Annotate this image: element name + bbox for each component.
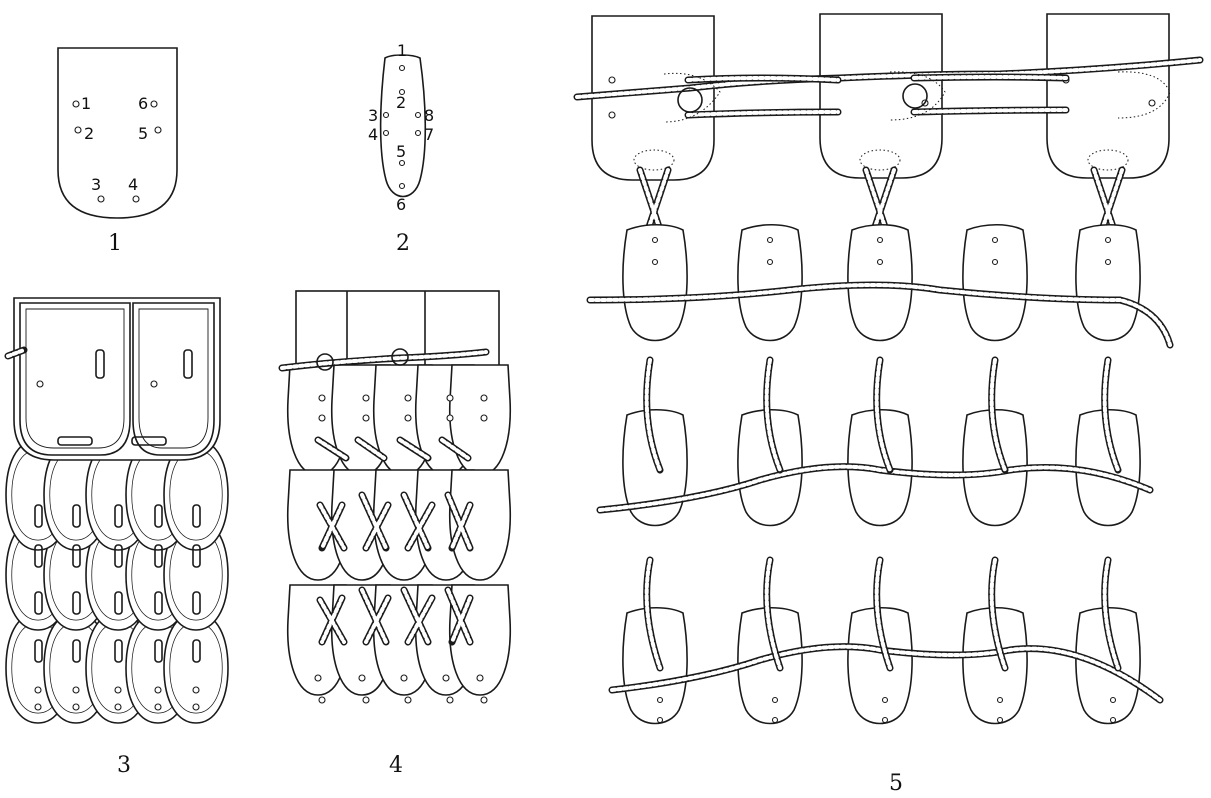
figure-3-caption: 3 xyxy=(117,753,131,778)
figure-1-hole-label: 3 xyxy=(91,175,101,194)
figure-2-hole-label: 8 xyxy=(424,106,434,125)
figure-2-scale: 1 2 3 4 5 6 7 8 xyxy=(368,41,434,214)
figure-1-hole-label: 4 xyxy=(128,175,138,194)
figure-5-laced-assembly xyxy=(573,13,1204,725)
figure-1-caption: 1 xyxy=(108,231,122,256)
figure-1-hole-label: 6 xyxy=(138,94,148,113)
figure-2-hole-label: 2 xyxy=(396,93,406,112)
figure-2-hole-label: 1 xyxy=(397,41,407,60)
figure-1-hole-label: 1 xyxy=(81,94,91,113)
figure-2-hole-label: 5 xyxy=(396,142,406,161)
figure-1-hole-label: 2 xyxy=(84,124,94,143)
figure-4-lamellar-armor xyxy=(278,290,512,704)
figure-2-hole-label: 4 xyxy=(368,125,378,144)
figure-1-plate: 1 2 3 4 5 6 xyxy=(57,47,178,219)
figure-2-hole-label: 3 xyxy=(368,106,378,125)
figure-3-scale-armor xyxy=(4,297,229,724)
figure-2-hole-label: 7 xyxy=(424,125,434,144)
figure-5-caption: 5 xyxy=(889,771,903,796)
figure-1-hole-label: 5 xyxy=(138,124,148,143)
figure-2-hole-label: 6 xyxy=(396,195,406,214)
figure-4-caption: 4 xyxy=(389,753,403,778)
figure-2-caption: 2 xyxy=(396,231,410,256)
